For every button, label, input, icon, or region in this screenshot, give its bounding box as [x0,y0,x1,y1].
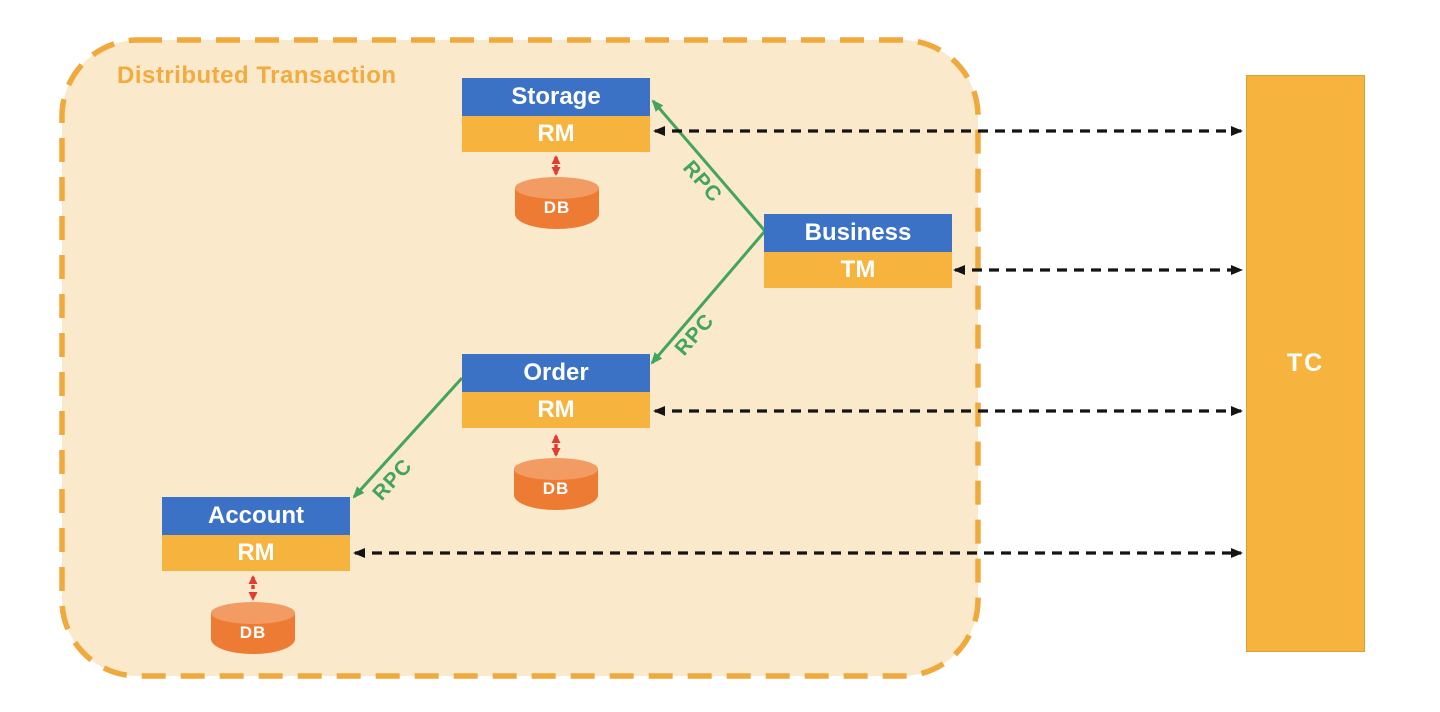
service-account: Account RM [162,497,350,571]
boundary-title: Distributed Transaction [117,62,397,89]
service-order-role: RM [462,392,650,428]
rpc-line-order-account [352,376,464,499]
service-storage: Storage RM [462,78,650,152]
db-cylinder-account: DB [211,602,295,654]
service-business-role: TM [764,252,952,288]
db-cylinder-top [515,177,599,199]
service-order-name: Order [462,354,650,392]
service-storage-name: Storage [462,78,650,116]
db-cylinder-order: DB [514,458,598,510]
db-cylinder-top [211,602,295,624]
service-account-role: RM [162,535,350,571]
db-cylinder-top [514,458,598,480]
service-business-name: Business [764,214,952,252]
rpc-line-business-storage [651,99,767,232]
service-business: Business TM [764,214,952,288]
tc-box: TC [1246,75,1365,652]
service-account-name: Account [162,497,350,535]
service-order: Order RM [462,354,650,428]
service-storage-role: RM [462,116,650,152]
db-label: DB [239,623,267,642]
db-label: DB [543,198,571,217]
db-cylinder-storage: DB [515,177,599,229]
db-label: DB [542,479,570,498]
rpc-line-business-order [650,230,767,365]
tc-label: TC [1286,349,1325,377]
